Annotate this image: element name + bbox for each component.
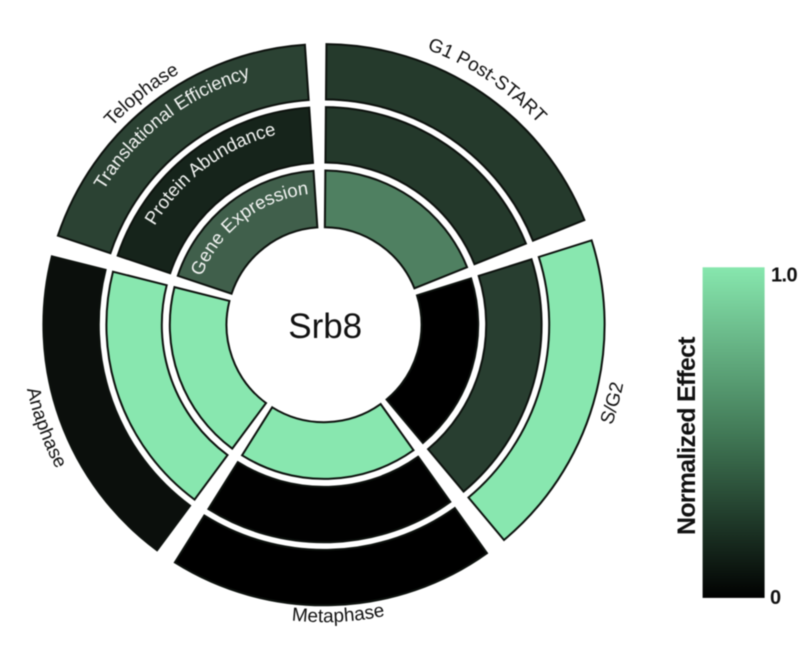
svg-text:1.0: 1.0 — [771, 264, 797, 286]
svg-text:Srb8: Srb8 — [288, 307, 362, 346]
svg-text:0: 0 — [770, 587, 781, 609]
svg-text:Normalized Effect: Normalized Effect — [673, 336, 701, 535]
